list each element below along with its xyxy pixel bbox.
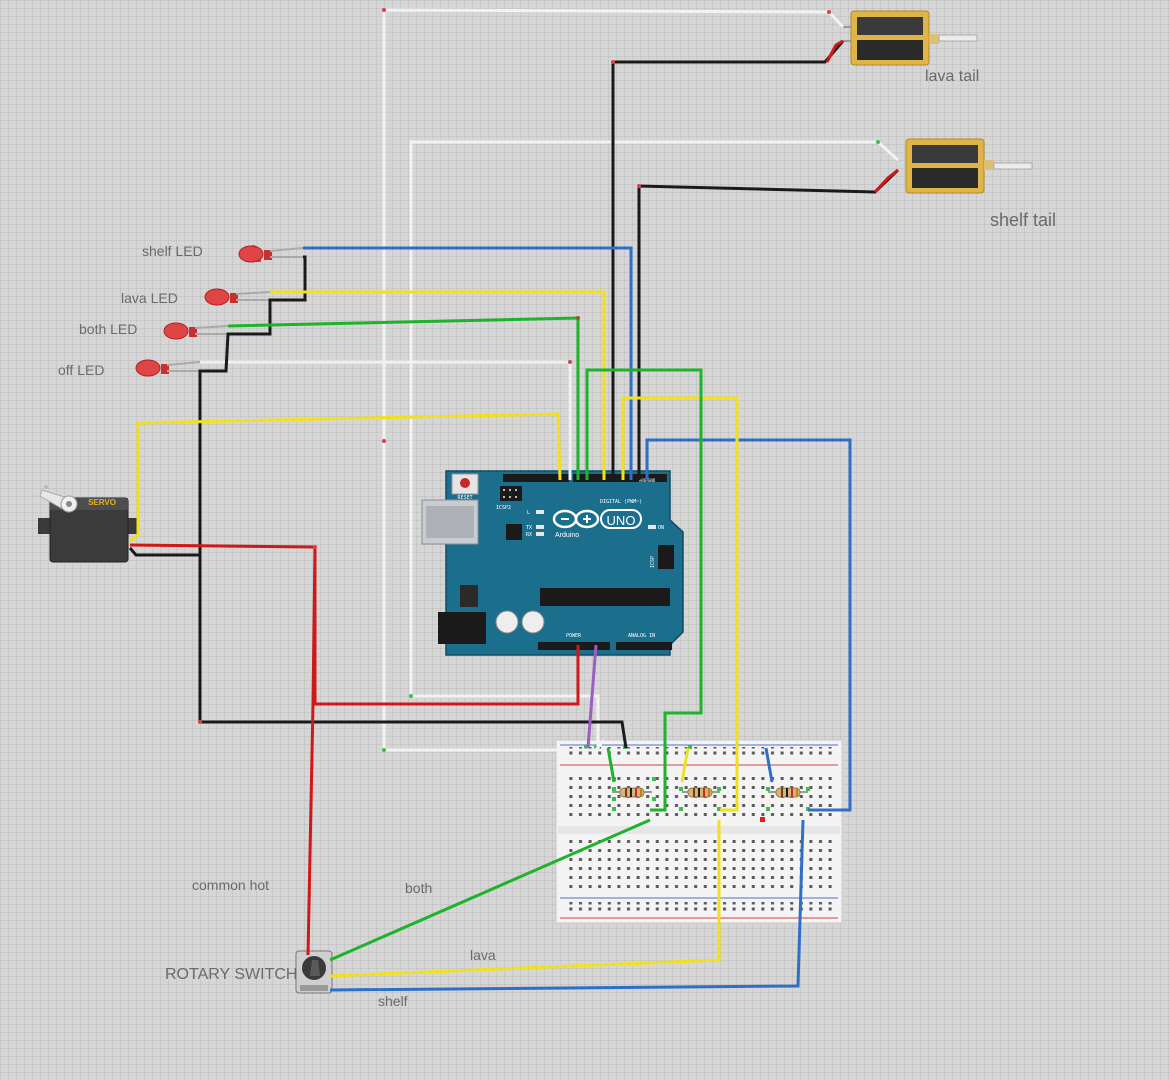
aref-label: AREF [639,478,649,483]
wire-green-both-led [227,316,580,480]
shelf-tail-label: shelf tail [990,210,1057,230]
reset-label: RESET [457,495,472,501]
arduino-uno-board[interactable]: RESET ICSP2 DIGITAL (PWM~) AREF GND L TX… [421,470,684,656]
off-led[interactable] [135,359,201,377]
icsp2-label: ICSP2 [496,505,511,511]
uno-logo-text: UNO [607,513,636,528]
wire-white-lava-tail [382,8,845,752]
servo-motor[interactable] [38,485,138,563]
analog-label: ANALOG IN [628,633,655,639]
shelf-label: shelf [378,993,408,1009]
lava-led[interactable] [204,288,271,306]
l-led-label: L [527,510,530,516]
shelf-tail-solenoid[interactable] [905,138,1033,194]
arduino-logo [552,509,642,529]
wire-purple [586,644,598,749]
resistor-3[interactable] [768,787,808,798]
wire-red-lava-tail [825,39,844,63]
both-label: both [405,880,433,896]
wire-black-servo-ground [128,547,200,557]
wire-green-right [585,368,703,812]
wire-black-lava-tail [611,40,845,480]
wire-yellow-group [129,290,739,978]
both-led-label: both LED [79,321,138,337]
both-led[interactable] [163,322,229,340]
wire-blue-group [303,246,852,992]
wire-yellow-resistor [680,747,690,783]
digital-label: DIGITAL (PWM~) [600,499,642,505]
lava-tail-label: lava tail [925,68,980,85]
wire-blue-right [645,438,852,812]
resistor-2[interactable] [682,787,720,798]
rotary-switch-label: ROTARY SWITCH [165,966,298,983]
wire-yellow-servo-signal [129,412,562,543]
wire-yellow-right [621,396,739,812]
lava-led-label: lava LED [121,290,178,306]
wire-blue-resistor [764,747,774,783]
on-label: ON [658,525,664,531]
off-led-label: off LED [58,362,105,378]
lava-tail-solenoid[interactable] [843,10,978,66]
wire-blue-shelf [329,819,805,992]
reset-button[interactable] [451,473,479,495]
common-hot-label: common hot [192,877,270,893]
wire-black-led-ground [198,255,628,749]
wire-green-resistor [606,747,616,783]
gnd-label: GND [648,478,656,483]
rotary-switch[interactable] [295,950,333,994]
wire-red-servo-power [129,543,580,706]
wire-yellow-lava [329,820,721,978]
arduino-brand-text: Arduino [555,532,579,539]
wire-white-shelf-tail [409,140,900,748]
rx-label: RX [526,532,532,538]
tx-label: TX [526,525,532,531]
resistor-1[interactable] [612,787,652,798]
wire-yellow-lava-led [270,290,606,480]
wire-red-shelf-tail [873,168,899,194]
wire-red-common-hot [306,546,317,956]
shelf-led[interactable] [238,245,304,263]
wire-black-shelf-tail [637,168,900,480]
lava-label: lava [470,947,496,963]
wire-green-both [329,818,651,962]
servo-label: SERVO [88,498,116,507]
breadboard [555,739,843,924]
wire-joints [198,8,880,752]
wire-red-group [129,39,899,956]
wire-blue-shelf-led [303,246,633,480]
shelf-led-label: shelf LED [142,243,203,259]
icsp-label: ICSP [650,556,656,568]
power-label: POWER [566,633,582,639]
